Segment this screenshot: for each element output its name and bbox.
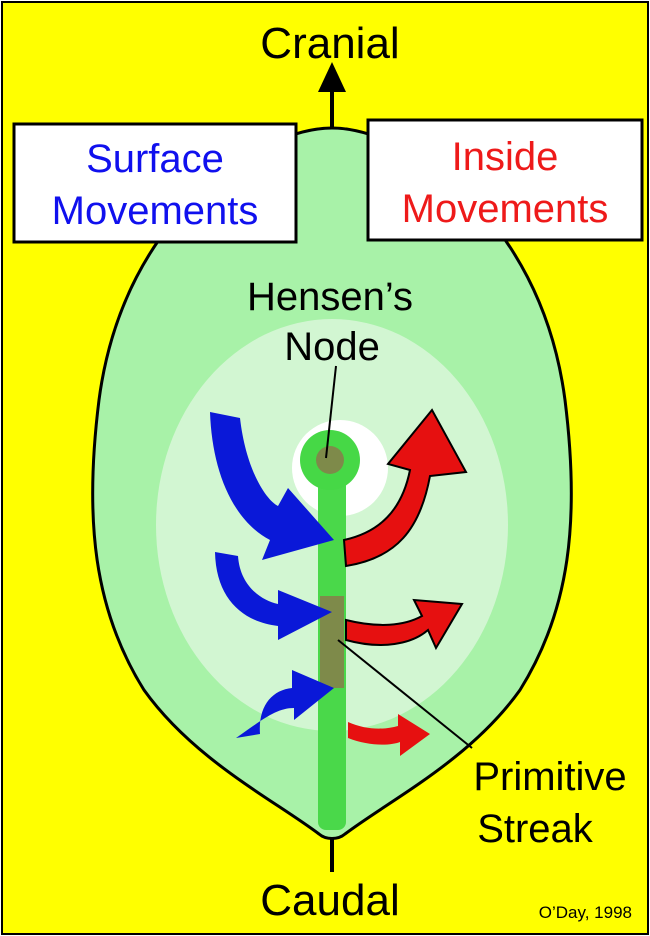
node-pointer-line [325,365,337,459]
cranial-arrowhead [318,62,346,92]
primitive-streak-line2: Streak [477,807,594,851]
credit-label: O’Day, 1998 [539,903,632,922]
surface-arrow-2 [215,552,332,640]
inside-movements-line1: Inside [452,135,559,179]
primitive-streak-line1: Primitive [473,755,626,799]
inside-arrow-1 [342,408,468,568]
surface-movements-box [12,122,298,244]
inside-movements-line2: Movements [402,187,609,231]
surface-movements-line2: Movements [52,189,259,233]
surface-movements-line1: Surface [86,137,224,181]
inside-arrow-2 [345,598,464,651]
cranial-label: Cranial [260,19,399,68]
inside-arrow-3 [348,714,430,756]
hensens-node-line1: Hensen’s [247,275,413,319]
streak-pointer-line [337,639,473,749]
surface-arrow-3 [236,670,334,738]
surface-arrow-1 [210,412,334,560]
caudal-label: Caudal [260,876,399,925]
hensens-node-center [316,446,344,474]
inside-movements-box [366,118,644,242]
hensens-node-line2: Node [284,325,380,369]
